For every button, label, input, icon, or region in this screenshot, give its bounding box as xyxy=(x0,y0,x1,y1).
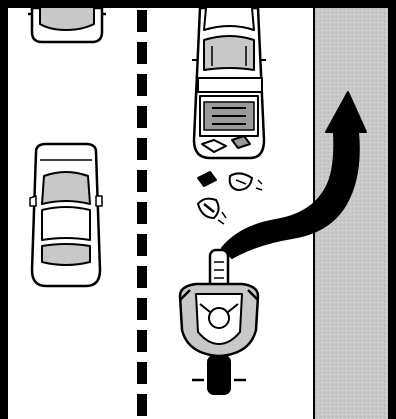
pickup-truck-ahead xyxy=(192,8,266,158)
left-border xyxy=(0,0,8,419)
parked-car-top-left xyxy=(28,8,106,42)
right-border xyxy=(388,0,396,419)
parked-car-left xyxy=(30,144,102,286)
